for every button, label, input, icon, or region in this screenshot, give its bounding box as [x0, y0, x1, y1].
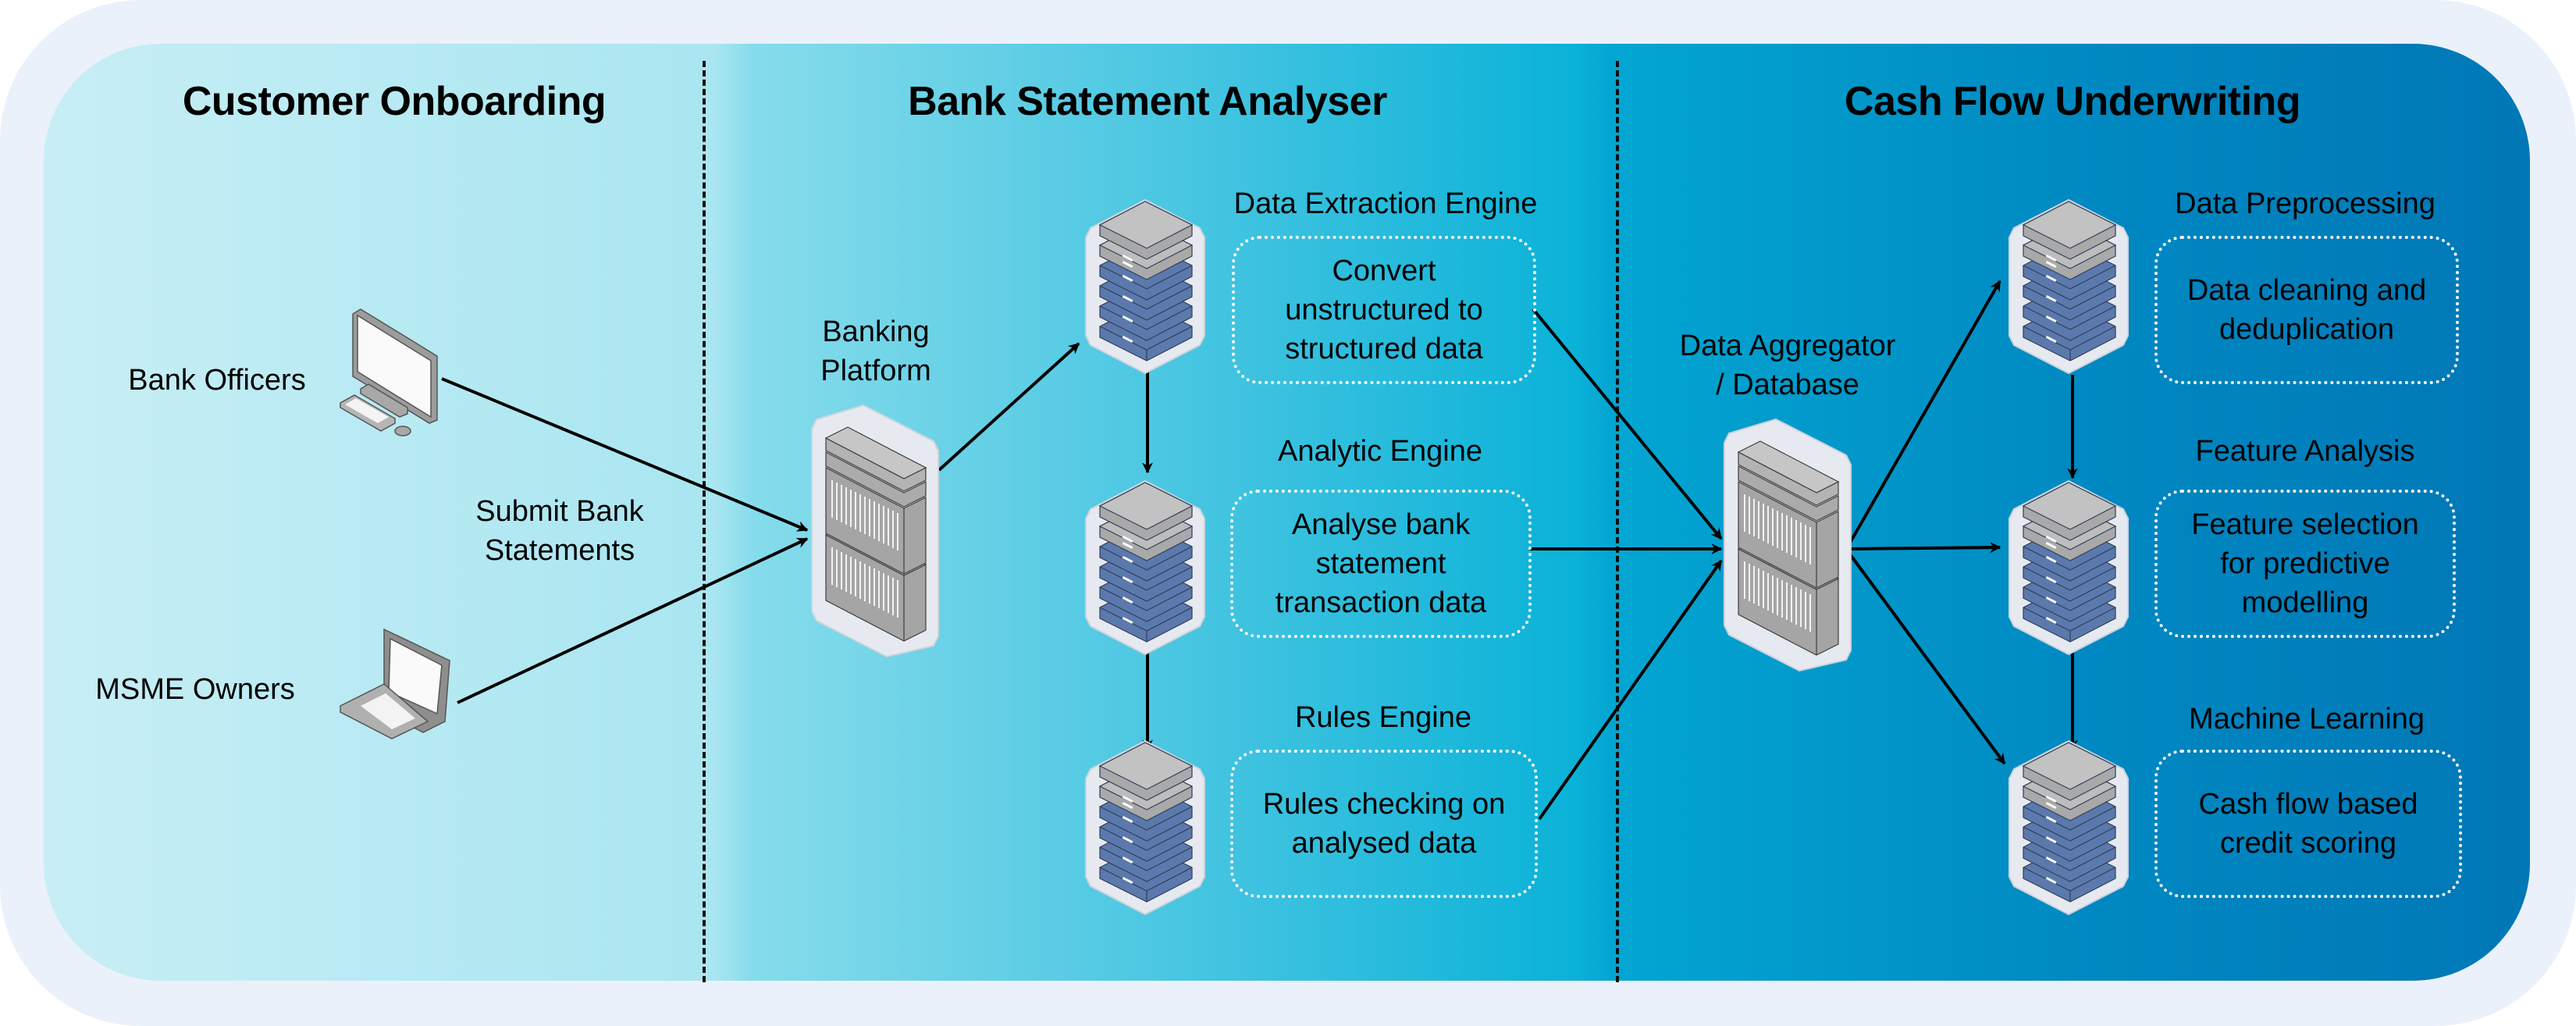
banking-platform-label: Banking Platform	[820, 315, 931, 387]
stage-description-machine-learning: Cash flow based credit scoring	[2154, 750, 2462, 898]
description-text: Convert unstructured to structured data	[1285, 255, 1483, 365]
engine-description-data-extraction: Convert unstructured to structured data	[1232, 236, 1536, 384]
server-stack-icon	[1083, 738, 1208, 917]
actor-label-bank-officers: Bank Officers	[128, 364, 306, 397]
section-title-bank-statement-analyser: Bank Statement Analyser	[908, 79, 1387, 124]
engine-title-analytic: Analytic Engine	[1278, 435, 1482, 468]
engine-description-analytic: Analyse bank statement transaction data	[1230, 490, 1532, 638]
stage-title-machine-learning: Machine Learning	[2188, 703, 2425, 736]
description-text: Feature selection for predictive modelli…	[2191, 508, 2419, 619]
stage-description-feature-analysis: Feature selection for predictive modelli…	[2154, 490, 2456, 638]
engine-title-data-extraction: Data Extraction Engine	[1233, 187, 1538, 220]
stage-description-data-preprocessing: Data cleaning and deduplication	[2154, 236, 2459, 384]
server-rack-icon	[809, 402, 941, 660]
server-rack-icon	[1721, 416, 1854, 674]
laptop-icon	[337, 625, 454, 742]
section-divider	[703, 61, 706, 982]
server-stack-icon	[1083, 197, 1208, 376]
description-text: Cash flow based credit scoring	[2198, 788, 2418, 860]
stage-title-feature-analysis: Feature Analysis	[2195, 435, 2415, 468]
desktop-computer-icon	[337, 306, 447, 454]
engine-title-rules: Rules Engine	[1294, 701, 1472, 734]
description-text: Data cleaning and deduplication	[2186, 274, 2427, 346]
section-title-cash-flow-underwriting: Cash Flow Underwriting	[1844, 79, 2301, 124]
server-stack-icon	[2006, 738, 2131, 917]
description-text: Analyse bank statement transaction data	[1275, 508, 1487, 619]
aggregator-label: Data Aggregator / Database	[1679, 330, 1896, 401]
server-stack-icon	[2006, 478, 2131, 657]
server-stack-icon	[1083, 478, 1208, 657]
section-title-customer-onboarding: Customer Onboarding	[182, 79, 607, 124]
stage-title-data-preprocessing: Data Preprocessing	[2175, 187, 2435, 220]
section-divider	[1616, 61, 1619, 982]
actor-label-msme-owners: MSME Owners	[95, 673, 295, 706]
server-stack-icon	[2006, 197, 2131, 376]
engine-description-rules: Rules checking on analysed data	[1230, 750, 1538, 898]
edge-label-submit-statements: Submit Bank Statements	[475, 495, 644, 567]
description-text: Rules checking on analysed data	[1262, 788, 1506, 860]
